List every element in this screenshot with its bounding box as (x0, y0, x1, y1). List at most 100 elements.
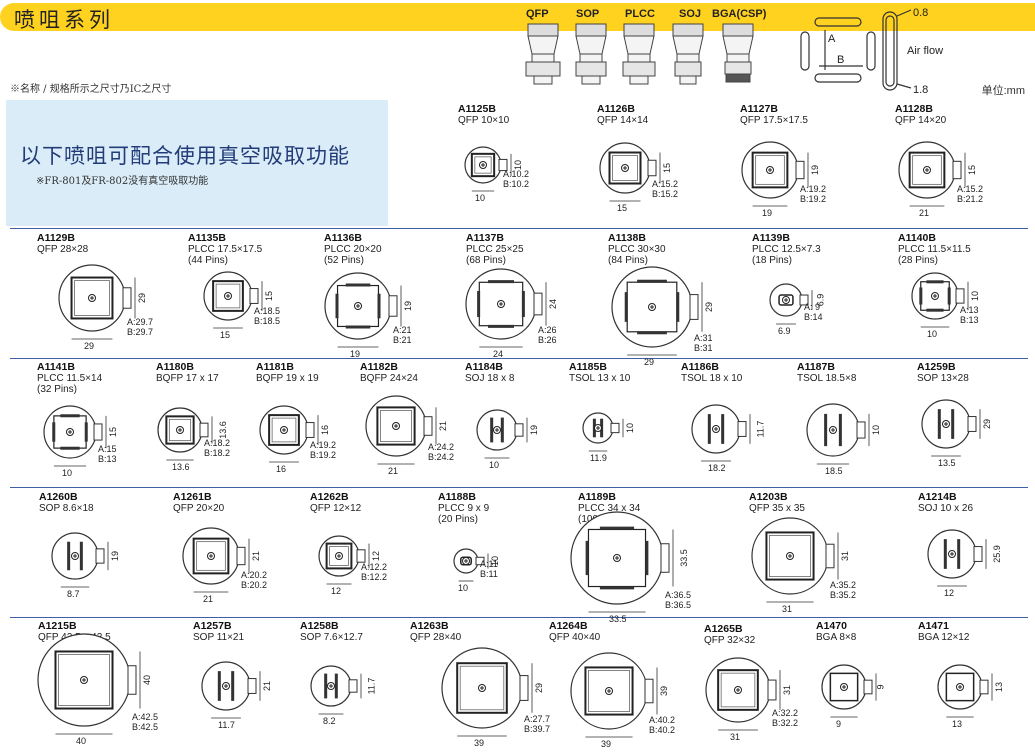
nozzle-head-inner (588, 670, 630, 712)
dimension-b: B:31 (694, 343, 713, 353)
height-dimension: 33.5 (678, 549, 689, 567)
height-dimension: 21 (262, 680, 273, 692)
dimension-a: A:29.7 (127, 317, 154, 327)
nozzle-tab (305, 422, 315, 438)
dimension-a: A:27.7 (524, 714, 551, 724)
nozzle-code: A1258B (300, 620, 339, 632)
nozzle-head-inner (196, 541, 226, 571)
nozzle-code: A1185B (569, 361, 607, 373)
nozzle-drawing-a1136b (324, 272, 402, 348)
width-dimension: 9 (836, 719, 842, 729)
diagram-label-a: A (828, 33, 836, 45)
nozzle-tab (519, 675, 529, 701)
nozzle-code: A1125B (458, 103, 496, 115)
nozzle-blade (838, 413, 842, 447)
diagram-label-airflow: Air flow (907, 45, 943, 57)
nozzle-drawing-a1263b (441, 647, 533, 737)
nozzle-spec: QFP 32×32 (704, 635, 756, 646)
nozzle-tab (348, 679, 358, 693)
height-dimension: 13.6 (217, 421, 228, 439)
width-dimension: 13.5 (938, 458, 956, 468)
nozzle-code: A1136B (324, 232, 362, 244)
dimension-a: A:21 (393, 325, 412, 335)
nozzle-blade (84, 422, 88, 442)
nozzle-drawing-a1188b (453, 548, 489, 582)
nozzle-spec: PLCC 11.5×14 (32 Pins) (37, 373, 103, 395)
nozzle-drawing-a1135b (203, 271, 263, 329)
dimension-a: A:24.2 (428, 442, 455, 452)
dimension-b: B:14 (804, 312, 823, 322)
dimension-a: A:15.2 (652, 179, 679, 189)
nozzle-head-inner (474, 156, 492, 174)
nozzle-code: A1137B (466, 232, 504, 244)
vacuum-subnote: ※FR-801及FR-802没有真空吸取功能 (36, 176, 209, 187)
nozzle-tab (660, 543, 670, 573)
nozzle-blade (79, 541, 83, 571)
nozzle-drawing-a1260b (51, 532, 109, 588)
width-dimension: 19 (762, 208, 773, 218)
nozzle-blade (521, 290, 525, 318)
width-dimension: 12 (944, 588, 955, 598)
nozzle-drawing-a1184b (476, 409, 528, 459)
height-dimension: 10 (970, 290, 981, 302)
nozzle-tab (533, 292, 543, 316)
width-dimension: 18.2 (708, 463, 726, 473)
nozzle-tab (825, 543, 835, 569)
nozzle-illustrations (525, 23, 754, 85)
dimension-b: B:15.2 (652, 189, 679, 199)
dimension-b: B:39.7 (524, 724, 551, 734)
nozzle-head (908, 151, 946, 189)
nozzle-code: A1129B (37, 232, 75, 244)
nozzle-spec: SOJ 18 x 8 (465, 373, 515, 384)
nozzle-head-inner (755, 155, 785, 185)
nozzle-tab (689, 294, 699, 320)
width-dimension: 31 (782, 604, 793, 614)
width-dimension: 15 (617, 203, 628, 213)
nozzle-blade (52, 422, 56, 442)
dimension-a: A:40.2 (649, 715, 676, 725)
nozzle-code: A1141B (37, 361, 75, 373)
nozzle-head-inner (720, 672, 756, 708)
nozzle-blade (943, 539, 947, 569)
nozzle-drawing-a1470 (821, 664, 877, 718)
height-dimension: 19 (529, 424, 540, 436)
nozzle-head-inner (912, 155, 942, 185)
nozzle-tab (423, 416, 433, 436)
width-dimension: 10 (489, 460, 500, 470)
unit-label: 单位:mm (981, 85, 1025, 97)
nozzle-blade (345, 283, 371, 287)
width-dimension: 18.5 (825, 466, 843, 476)
nozzle-head-inner (380, 410, 413, 443)
nozzle-spec: SOJ 10 x 26 (918, 503, 974, 514)
height-dimension: 11.7 (366, 677, 377, 695)
nozzle-head (325, 542, 353, 570)
width-dimension: 33.5 (609, 614, 627, 624)
nozzle-drawing-a1203b (751, 517, 839, 603)
nozzle-code: A1265B (704, 623, 743, 635)
dimension-a: A:31 (694, 333, 713, 343)
nozzle-code: A1215B (38, 620, 77, 632)
dimension-a: A:35.2 (830, 580, 857, 590)
height-dimension: 40 (142, 674, 153, 686)
nozzle-drawing-a1125b (464, 146, 512, 192)
nozzle-spec: PLCC 9 x 9 (20 Pins) (438, 503, 490, 525)
nozzle-code: A1262B (310, 491, 349, 503)
nozzle-drawing-a1141b (43, 405, 107, 467)
nozzle-blade (490, 417, 494, 443)
nozzle-blade (500, 417, 504, 443)
nozzle-tab (767, 679, 777, 701)
width-dimension: 6.9 (778, 326, 791, 336)
nozzle-drawing-a1257b (201, 661, 261, 719)
width-dimension: 11.7 (218, 720, 235, 730)
header-banner: 喷咀系列 (0, 0, 1035, 34)
